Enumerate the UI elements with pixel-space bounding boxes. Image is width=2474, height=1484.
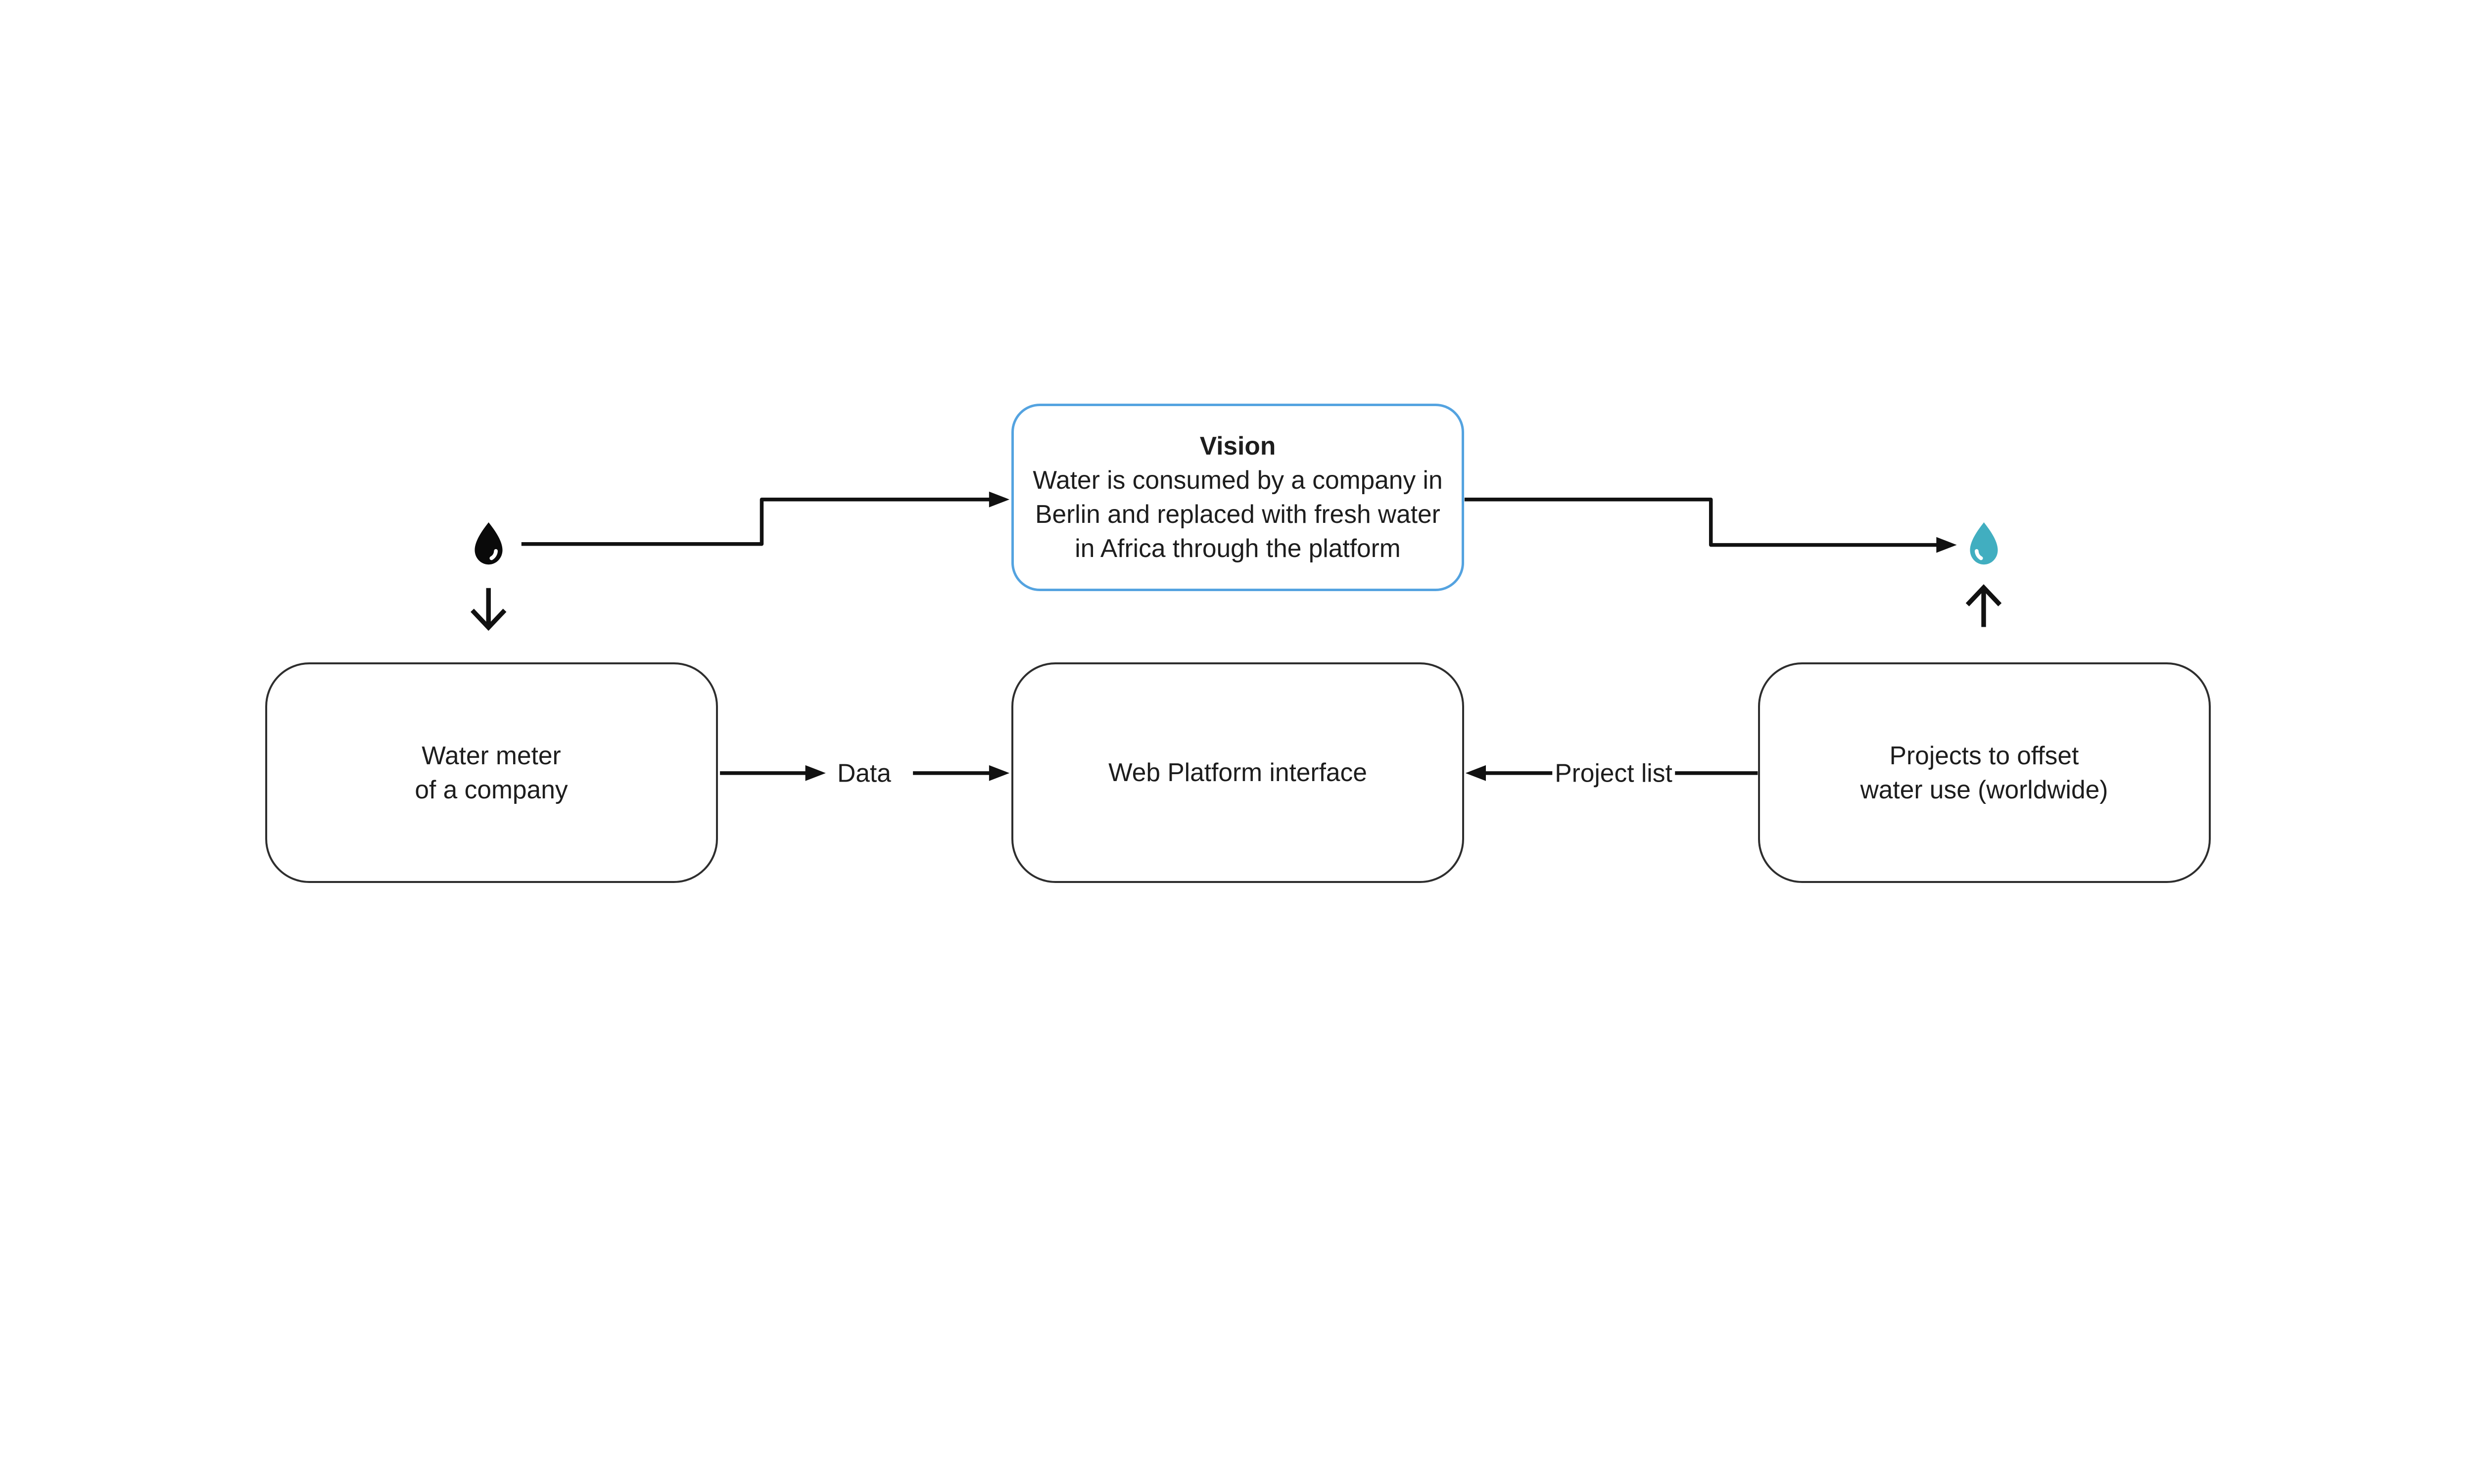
connector-layer <box>471 491 2002 781</box>
vision-box: Vision Water is consumed by a company in… <box>1011 403 1464 592</box>
arrow-down-icon <box>471 588 507 631</box>
arrowhead-right-icon <box>989 765 1010 781</box>
web-platform-box: Web Platform interface <box>1011 662 1464 883</box>
water-drop-black-icon <box>469 520 508 568</box>
box-label-line: Web Platform interface <box>1108 758 1367 787</box>
projects-box: Projects to offset water use (worldwide) <box>1758 662 2211 883</box>
box-label-line: water use (worldwide) <box>1860 775 2108 804</box>
vision-line: Water is consumed by a company in <box>1033 465 1443 495</box>
vision-line: in Africa through the platform <box>1075 534 1401 563</box>
water-meter-box: Water meter of a company <box>265 662 718 883</box>
water-platform-flow-diagram: Vision Water is consumed by a company in… <box>265 403 2211 883</box>
data-edge-label: Data <box>835 756 894 790</box>
water-drop-teal-icon <box>1964 520 2003 568</box>
vision-line: Berlin and replaced with fresh water <box>1035 500 1440 529</box>
connector-drop-to-vision <box>521 491 1010 546</box>
arrowhead-right-icon <box>805 765 826 781</box>
arrowhead-left-icon <box>1465 765 1486 781</box>
vision-title: Vision <box>1199 431 1276 461</box>
box-label-line: of a company <box>415 775 568 804</box>
box-label-line: Water meter <box>422 741 561 770</box>
connector-vision-to-drop <box>1464 497 1957 553</box>
project-list-edge-label: Project list <box>1552 756 1675 790</box>
box-label-line: Projects to offset <box>1889 741 2079 770</box>
connector-watermeter-to-platform <box>720 765 1010 781</box>
arrowhead-right-icon <box>989 491 1010 508</box>
arrowhead-right-icon <box>1936 537 1957 553</box>
connector-line <box>521 497 992 546</box>
arrow-up-icon <box>1965 584 2002 627</box>
connector-line <box>1464 497 1938 547</box>
